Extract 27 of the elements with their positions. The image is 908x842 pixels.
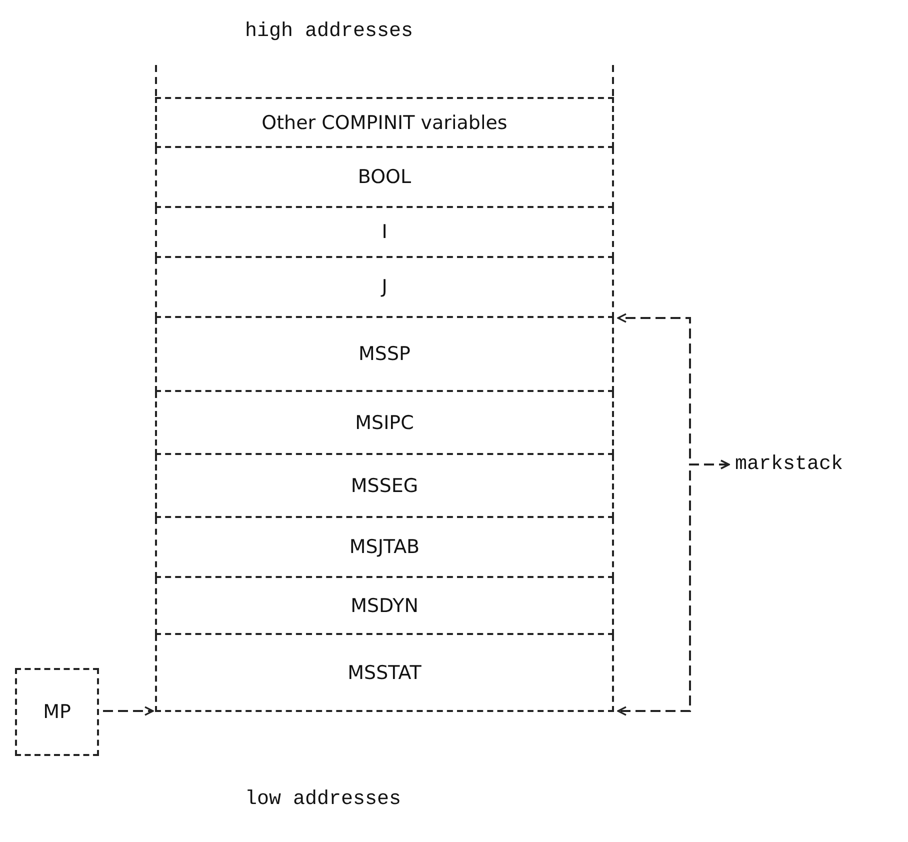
field-name: MP xyxy=(43,701,71,723)
stack-row xyxy=(155,97,614,148)
stack-row xyxy=(155,208,614,258)
field-name: MSIPC xyxy=(355,412,414,434)
field-name: I xyxy=(382,221,388,243)
arrow xyxy=(103,706,154,716)
stack-row xyxy=(155,578,614,635)
stack-row xyxy=(155,635,614,712)
stack-row xyxy=(155,318,614,392)
field-name: MSSP xyxy=(358,343,410,365)
address-note: low addresses xyxy=(245,788,402,811)
field-name: BOOL xyxy=(358,166,412,188)
stack-row xyxy=(155,455,614,518)
markstack-label: markstack xyxy=(735,453,844,476)
field-name: J xyxy=(382,276,388,298)
stack-row xyxy=(155,148,614,208)
field-name: MSSTAT xyxy=(348,662,422,684)
field-name: MSSEG xyxy=(350,474,418,496)
field-name: MSDYN xyxy=(350,594,418,616)
stack-row xyxy=(155,518,614,578)
arrow xyxy=(617,460,730,716)
field-name: MSJTAB xyxy=(349,536,420,558)
stack-row xyxy=(155,258,614,318)
stack-row xyxy=(155,392,614,455)
pointer-box xyxy=(15,668,99,756)
field-name: Other COMPINIT variables xyxy=(262,112,508,134)
address-note: high addresses xyxy=(245,20,414,43)
